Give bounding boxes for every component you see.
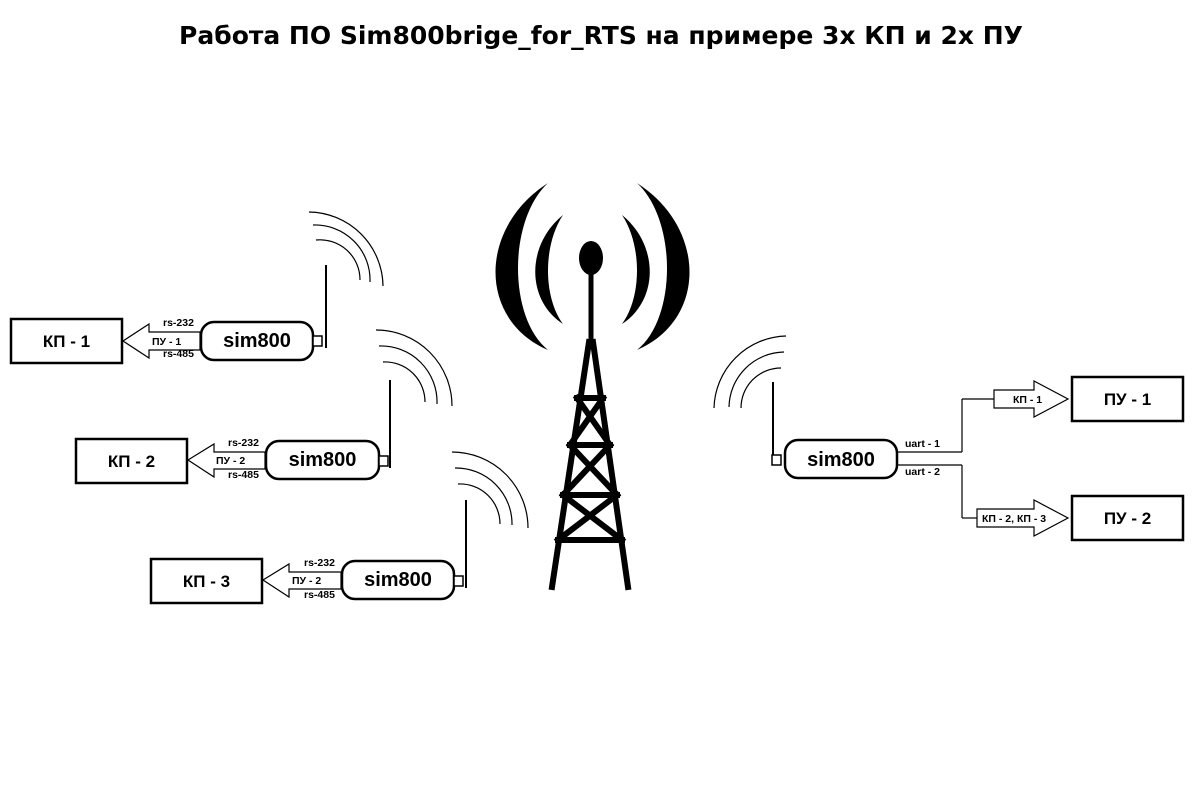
antenna-connector xyxy=(771,454,782,466)
uart-2-label: uart - 2 xyxy=(905,466,940,478)
antenna-icon xyxy=(713,335,787,462)
kp-1-arrow-label: ПУ - 1 xyxy=(152,336,181,348)
signal-waves-icon xyxy=(495,183,548,350)
kp-1-modem-label: sim800 xyxy=(223,330,291,352)
right-arrow xyxy=(976,499,1070,537)
kp-unit-2: КП - 2 rs-232 ПУ - 2 rs-485 sim800 xyxy=(74,329,453,485)
pu-2-label: ПУ - 2 xyxy=(1104,509,1151,528)
signal-waves-icon xyxy=(637,183,690,350)
right-arrow xyxy=(993,380,1070,418)
kp-1-box xyxy=(9,317,124,365)
kp-2-arrow-label: ПУ - 2 xyxy=(216,455,245,467)
pu-1-arrow-label: КП - 1 xyxy=(1013,394,1042,406)
pu-2-arrow-label: КП - 2, КП - 3 xyxy=(982,513,1046,525)
antenna-connector xyxy=(378,455,389,467)
pu-1-label: ПУ - 1 xyxy=(1104,390,1151,409)
kp-1-bottom-tag: rs-485 xyxy=(163,348,194,360)
kp-2-bottom-tag: rs-485 xyxy=(228,469,259,481)
page-title: Работа ПО Sim800brige_for_RTS на примере… xyxy=(179,21,1023,50)
pu-side: sim800 uart - 1 uart - 2 КП - 1 КП - 2, … xyxy=(713,335,1185,542)
antenna-icon xyxy=(308,211,384,348)
kp-3-modem-label: sim800 xyxy=(364,569,432,591)
kp-1-label: КП - 1 xyxy=(43,332,90,351)
antenna-connector xyxy=(312,335,323,347)
pu-2-box xyxy=(1070,494,1185,542)
antenna-connector xyxy=(453,575,464,587)
uart-1-label: uart - 1 xyxy=(905,438,940,450)
signal-waves-icon xyxy=(622,215,650,324)
kp-unit-3: КП - 3 rs-232 ПУ - 2 rs-485 sim800 xyxy=(149,451,529,605)
kp-3-arrow-label: ПУ - 2 xyxy=(292,575,321,587)
kp-unit-1: КП - 1 rs-232 ПУ - 1 rs-485 sim800 xyxy=(9,211,384,365)
kp-3-label: КП - 3 xyxy=(183,572,230,591)
kp-2-top-tag: rs-232 xyxy=(228,437,259,449)
antenna-icon xyxy=(375,329,453,468)
kp-3-box xyxy=(149,557,264,605)
pu-1-box xyxy=(1070,375,1185,423)
kp-1-top-tag: rs-232 xyxy=(163,317,194,329)
kp-2-box xyxy=(74,437,189,485)
signal-waves-icon xyxy=(535,215,563,324)
kp-2-modem-label: sim800 xyxy=(289,449,357,471)
antenna-icon xyxy=(451,451,529,588)
pu-modem-label: sim800 xyxy=(807,449,875,471)
sim800-modem-pu xyxy=(783,438,899,480)
cell-tower-icon xyxy=(495,183,690,591)
kp-3-bottom-tag: rs-485 xyxy=(304,589,335,601)
kp-2-label: КП - 2 xyxy=(108,452,155,471)
kp-3-top-tag: rs-232 xyxy=(304,557,335,569)
